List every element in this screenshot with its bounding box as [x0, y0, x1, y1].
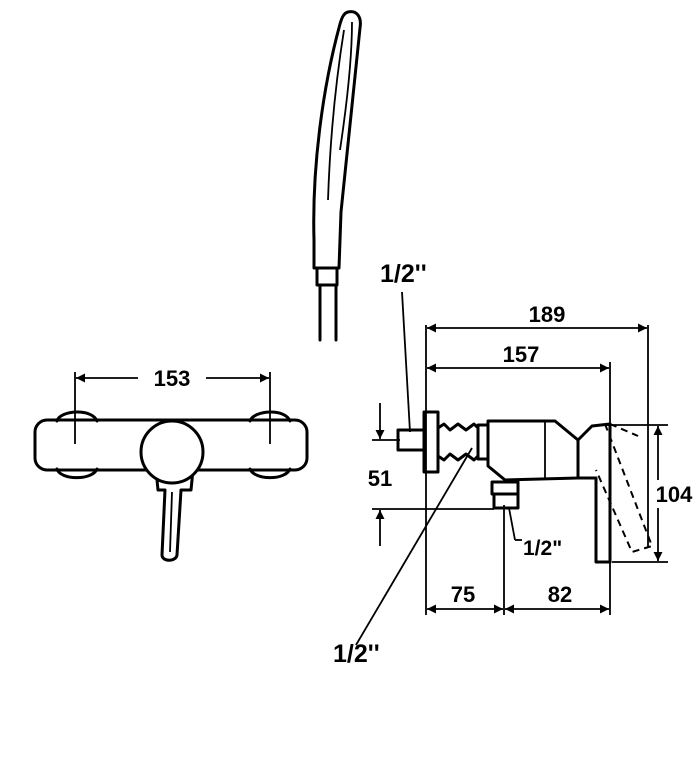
dim-width-153: 153	[154, 366, 191, 391]
dim-body-depth-157: 157	[503, 342, 540, 367]
thread-label-inlet: 1/2''	[380, 260, 427, 288]
hand-shower	[312, 10, 362, 342]
dim-overall-height-104: 104	[656, 482, 693, 507]
dim-outlet-to-front-82: 82	[548, 582, 572, 607]
dim-wall-to-outlet-75: 75	[451, 582, 475, 607]
thread-label-outlet: 1/2"	[523, 537, 562, 560]
dim-center-height-51: 51	[368, 466, 392, 491]
mixer-front-view: 153	[33, 366, 309, 562]
thread-label-connection: 1/2''	[333, 640, 380, 668]
mixer-side-view: 189 157 104 51 75 82 1/2'' 1/2'' 1/2"	[333, 260, 693, 668]
dim-overall-depth-189: 189	[529, 302, 566, 327]
